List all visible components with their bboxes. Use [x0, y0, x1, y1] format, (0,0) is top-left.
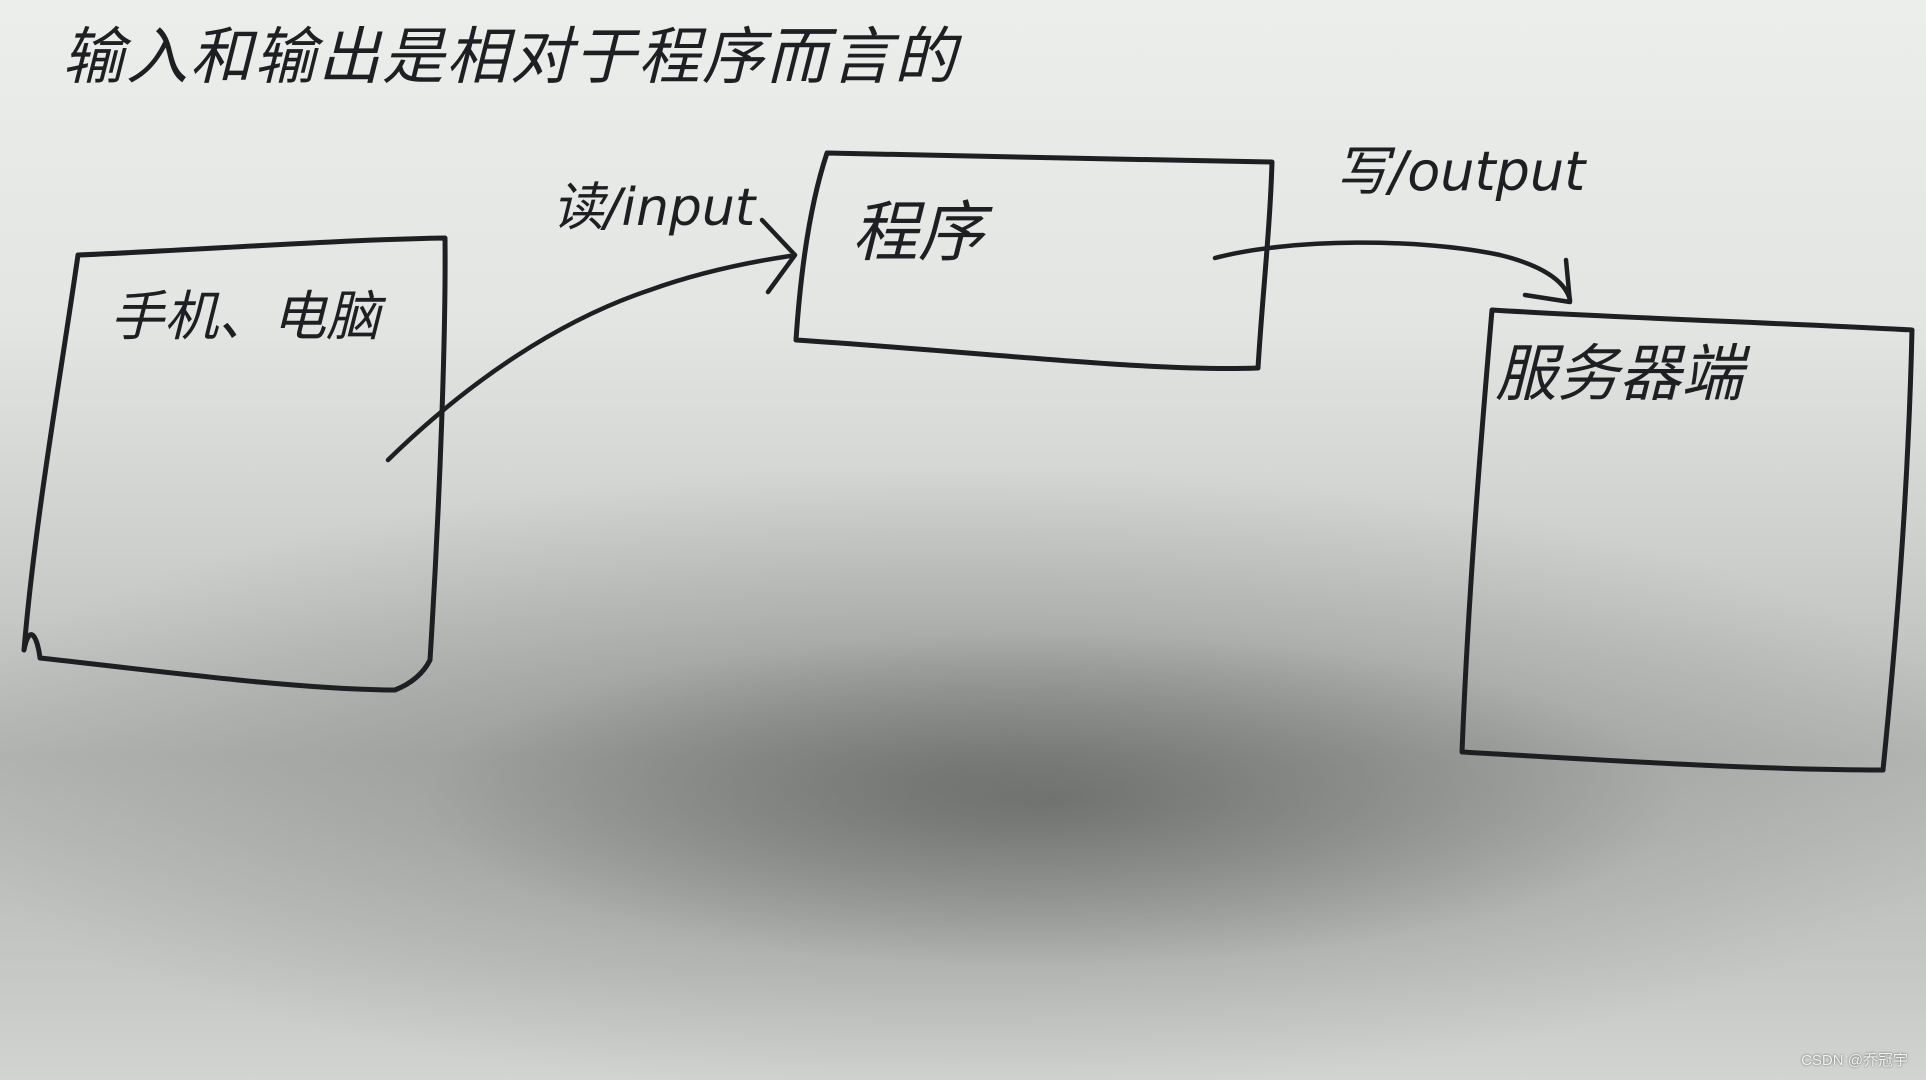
- edge-read-label: 读/input: [552, 178, 757, 238]
- edge-write-line: [1212, 240, 1573, 303]
- node-server-label: 服务器端: [1495, 337, 1751, 410]
- diagram-title: 输入和输出是相对于程序而言的: [62, 20, 963, 93]
- node-program-border: [793, 150, 1275, 372]
- node-program: 程序: [793, 150, 1275, 372]
- watermark-text: CSDN @乔冠宇: [1801, 1052, 1908, 1069]
- node-device-label: 手机、电脑: [110, 285, 387, 348]
- edge-read-arrowhead: [759, 217, 798, 295]
- edge-write-arrowhead: [1522, 257, 1573, 305]
- node-device-border: [21, 235, 448, 693]
- edge-write-label: 写/output: [1335, 140, 1587, 203]
- node-server-border: [1459, 307, 1915, 773]
- node-device: 手机、电脑: [21, 235, 448, 693]
- node-server: 服务器端: [1459, 307, 1915, 773]
- edge-read-line: [385, 253, 793, 463]
- edge-write: 写/output: [1212, 140, 1587, 305]
- edge-read: 读/input: [385, 178, 798, 463]
- node-program-label: 程序: [852, 194, 993, 271]
